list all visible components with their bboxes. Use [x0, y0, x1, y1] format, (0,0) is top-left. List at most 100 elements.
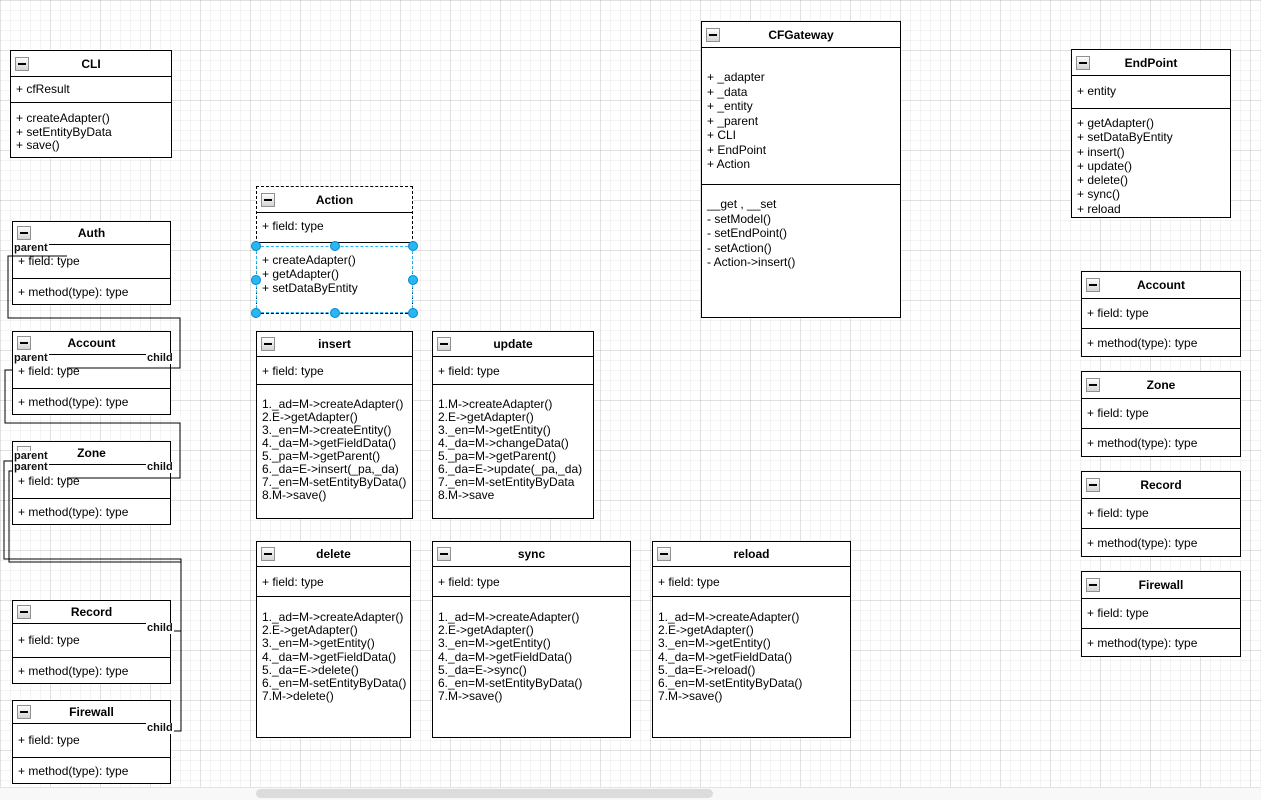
member-line: + sync()	[1077, 187, 1121, 202]
collapse-icon[interactable]	[1086, 278, 1100, 292]
collapse-icon[interactable]	[261, 337, 275, 351]
collapse-icon[interactable]	[15, 56, 29, 71]
selection-handle[interactable]	[329, 241, 340, 251]
collapse-icon[interactable]	[1086, 578, 1100, 592]
member-line: + reload	[1077, 201, 1121, 216]
member-line: + method(type): type	[1087, 336, 1198, 350]
member-line: + _adapter	[707, 70, 765, 84]
selection-handle[interactable]	[408, 274, 418, 285]
collapse-icon[interactable]	[261, 192, 275, 207]
class-title: CFGateway	[768, 27, 834, 42]
class-box-endpoint[interactable]: EndPoint+ entity+ getAdapter()+ setDataB…	[1071, 49, 1231, 218]
minus-glyph	[264, 198, 272, 201]
class-compartment-fields: + _adapter+ _data+ _entity+ _parent+ CLI…	[702, 47, 900, 184]
collapse-icon[interactable]	[437, 337, 451, 351]
minus-glyph	[264, 343, 272, 345]
member-line: 7._en=M-setEntityByData()	[262, 475, 407, 489]
class-compartment-methods: + method(type): type	[13, 278, 170, 304]
class-box-record-right[interactable]: Record+ field: type+ method(type): type	[1081, 471, 1241, 557]
edge-label-child: child	[146, 622, 174, 634]
class-box-auth[interactable]: Auth + field: type + method(type): type	[12, 221, 171, 305]
class-compartment-fields: + field: type	[257, 212, 412, 242]
class-box-record-left[interactable]: Record + field: type + method(type): type	[12, 600, 171, 684]
class-box-account-left[interactable]: Account+ field: type+ method(type): type	[12, 331, 171, 415]
member-line: + field: type	[18, 254, 80, 268]
selection-handle[interactable]	[329, 308, 340, 318]
member-line: 3._en=M->getEntity()	[438, 423, 551, 437]
class-title: Auth	[77, 226, 106, 240]
minus-glyph	[440, 343, 448, 345]
member-line: + _parent	[707, 113, 759, 128]
member-line: - Action->insert()	[707, 255, 796, 269]
member-line: 6._da=E->update(_pa,_da)	[438, 462, 583, 476]
class-title-bar: Auth	[13, 222, 170, 244]
collapse-icon[interactable]	[17, 226, 31, 240]
class-compartment-methods: + method(type): type	[13, 657, 170, 683]
selection-handle[interactable]	[408, 308, 418, 318]
member-line: + method(type): type	[1087, 436, 1198, 450]
minus-glyph	[1089, 484, 1097, 486]
class-title-bar: Account	[1082, 272, 1240, 298]
selection-handle[interactable]	[251, 241, 261, 251]
minus-glyph	[18, 62, 26, 65]
selection-handle[interactable]	[408, 241, 418, 251]
class-box-cli[interactable]: CLI+ cfResult+ createAdapter()+ setEntit…	[10, 50, 172, 158]
collapse-icon[interactable]	[1086, 478, 1100, 492]
member-line: __get , __set	[707, 197, 777, 211]
member-line: + EndPoint	[707, 142, 767, 157]
class-title-bar: Record	[13, 601, 170, 623]
member-line: 1._ad=M->createAdapter()	[262, 397, 404, 411]
collapse-icon[interactable]	[261, 547, 275, 561]
edge-label-parent: parent	[13, 461, 49, 473]
member-line: + update()	[1077, 158, 1133, 173]
member-line: - setAction()	[707, 240, 772, 255]
member-line: + field: type	[262, 219, 324, 233]
edge-label-parent: parent	[13, 242, 49, 254]
class-compartment-fields: + entity	[1072, 75, 1230, 108]
class-compartment-fields: + field: type	[257, 356, 412, 384]
class-box-firewall-right[interactable]: Firewall+ field: type+ method(type): typ…	[1081, 571, 1241, 657]
class-compartment-methods: 1._ad=M->createAdapter()2.E->getAdapter(…	[433, 596, 630, 737]
member-line: + field: type	[18, 633, 80, 647]
collapse-icon[interactable]	[437, 547, 451, 561]
class-box-cfgateway[interactable]: CFGateway + _adapter+ _data+ _entity+ _pa…	[701, 21, 901, 318]
member-line: 1._ad=M->createAdapter()	[438, 610, 580, 624]
minus-glyph	[660, 553, 668, 555]
member-line: - setEndPoint()	[707, 226, 788, 240]
class-box-zone-right[interactable]: Zone+ field: type+ method(type): type	[1081, 371, 1241, 457]
selection-handle[interactable]	[251, 308, 261, 318]
collapse-icon[interactable]	[706, 27, 720, 42]
member-line: + entity	[1077, 84, 1117, 98]
member-line: + _entity	[707, 99, 753, 113]
class-box-firewall-left[interactable]: Firewall+ field: type+ method(type): typ…	[12, 700, 171, 784]
horizontal-scrollbar-thumb[interactable]	[256, 789, 713, 798]
class-title: CLI	[81, 56, 101, 71]
class-compartment-methods: + method(type): type	[1082, 528, 1240, 556]
member-line: + field: type	[1087, 606, 1149, 620]
class-compartment-methods: 1.M->createAdapter()2.E->getAdapter()3._…	[433, 384, 593, 518]
class-title: Account	[1137, 278, 1185, 292]
class-title: Account	[67, 336, 116, 350]
collapse-icon[interactable]	[1086, 378, 1100, 392]
member-line: 7.M->save()	[438, 689, 503, 704]
minus-glyph	[1079, 61, 1087, 64]
collapse-icon[interactable]	[1076, 55, 1090, 70]
class-box-account-right[interactable]: Account+ field: type+ method(type): type	[1081, 271, 1241, 357]
member-line: 8.M->save	[438, 488, 495, 502]
minus-glyph	[440, 553, 448, 555]
class-compartment-fields: + field: type	[433, 356, 593, 384]
minus-glyph	[1089, 284, 1097, 286]
class-title-bar: EndPoint	[1072, 50, 1230, 75]
selection-handle[interactable]	[251, 274, 261, 285]
class-compartment-methods: + method(type): type	[13, 388, 170, 414]
collapse-icon[interactable]	[657, 547, 671, 561]
class-title-bar: Account	[13, 332, 170, 354]
member-line: 5._pa=M->getParent()	[438, 449, 557, 463]
member-line: 7._en=M-setEntityByData	[438, 475, 575, 489]
